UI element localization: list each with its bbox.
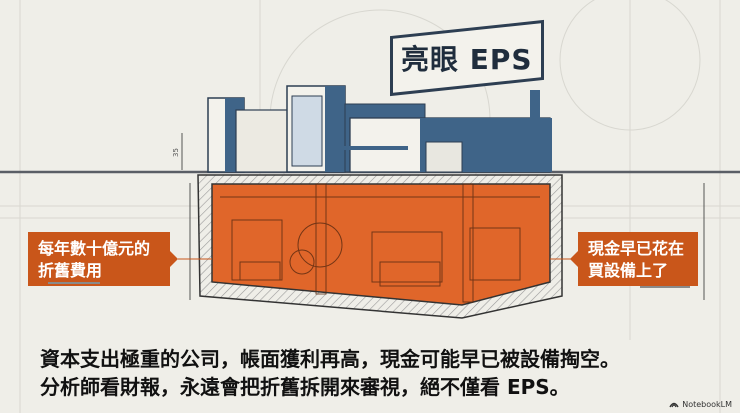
caption: 資本支出極重的公司，帳面獲利再高，現金可能早已被設備掏空。 分析師看財報，永遠會…	[40, 345, 720, 401]
brand-label: NotebookLM	[682, 400, 732, 409]
callout-left-line1: 每年數十億元的	[38, 239, 151, 258]
notebooklm-logo-icon	[669, 402, 679, 408]
factory-building	[207, 85, 552, 173]
dimension-label: 35	[172, 148, 180, 157]
billboard-text: 亮眼 EPS	[401, 43, 533, 77]
callout-right-underline	[640, 286, 690, 288]
callout-left-line2: 折舊費用	[38, 261, 103, 280]
caption-line2: 分析師看財報，永遠會把折舊拆開來審視，絕不僅看 EPS。	[40, 375, 570, 399]
cash-spent-callout: 現金早已花在 買設備上了	[570, 232, 698, 286]
brand-watermark: NotebookLM	[669, 400, 732, 409]
depreciation-callout: 每年數十億元的 折舊費用	[28, 232, 178, 286]
caption-line1: 資本支出極重的公司，帳面獲利再高，現金可能早已被設備掏空。	[40, 347, 620, 371]
callout-left-underline	[48, 282, 100, 284]
basement-equipment-area	[211, 183, 551, 306]
callout-right-line1: 現金早已花在	[588, 239, 685, 258]
callout-right-line2: 買設備上了	[588, 261, 669, 280]
